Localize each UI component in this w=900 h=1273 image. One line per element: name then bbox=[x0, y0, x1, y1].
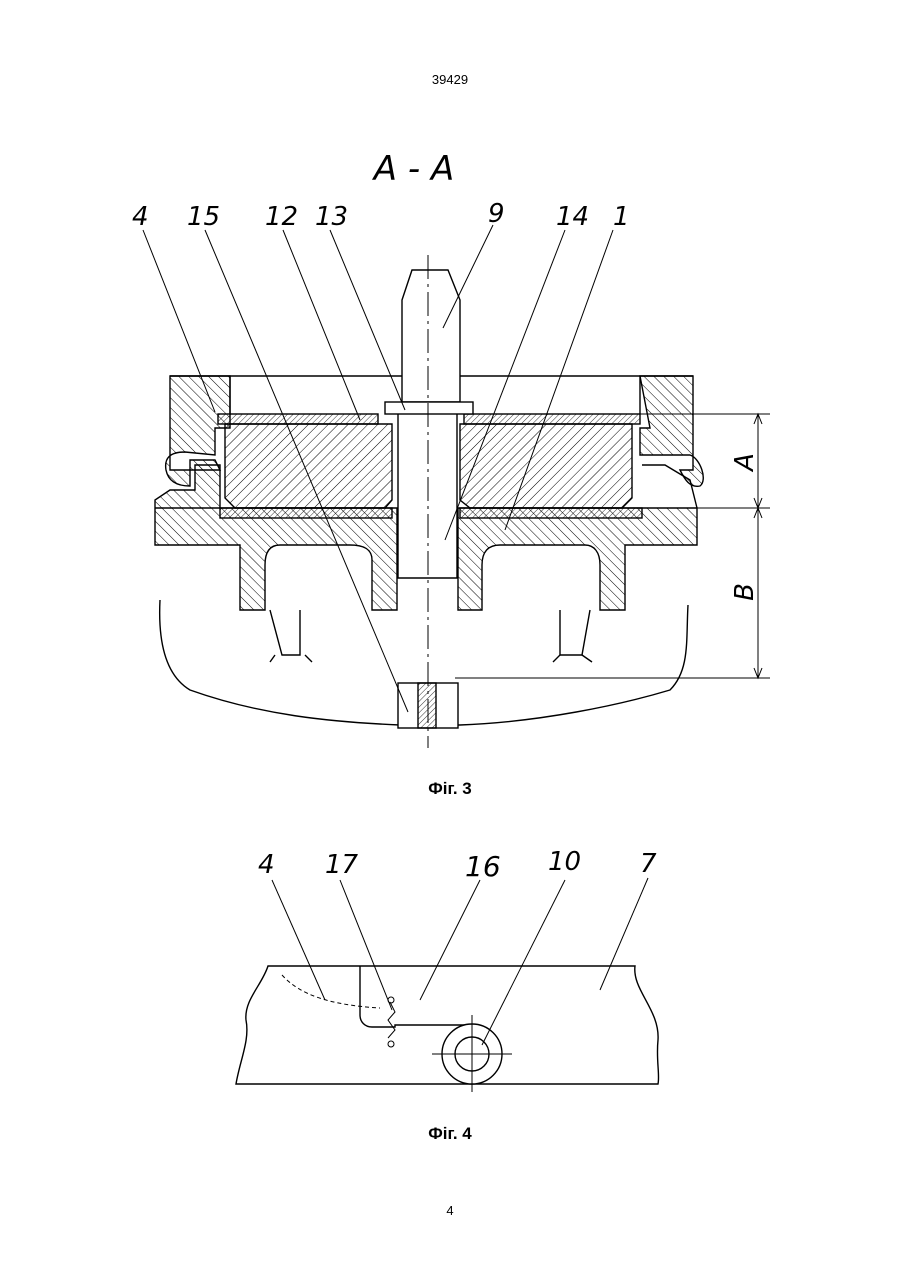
callout-fig4-4: 4 bbox=[258, 850, 275, 880]
callout-10: 10 bbox=[548, 847, 581, 877]
fig4-drawing bbox=[236, 878, 659, 1092]
fig3-caption: Фіг. 3 bbox=[0, 779, 900, 799]
callout-1: 1 bbox=[613, 202, 630, 232]
callout-4: 4 bbox=[132, 202, 149, 232]
section-label: A - A bbox=[372, 149, 454, 189]
cushion-right bbox=[460, 424, 632, 508]
collar bbox=[385, 402, 473, 414]
fig3-drawing: A - A bbox=[143, 149, 770, 748]
fig4-caption: Фіг. 4 bbox=[0, 1124, 900, 1144]
liner-left bbox=[218, 414, 378, 424]
fig3-callouts: 4 15 12 13 9 14 1 bbox=[132, 199, 630, 232]
dimension-b-label: B bbox=[730, 583, 760, 601]
callout-14: 14 bbox=[556, 202, 589, 232]
pin bbox=[402, 270, 460, 402]
callout-17: 17 bbox=[325, 850, 359, 880]
page-number: 4 bbox=[0, 1203, 900, 1218]
cushion-left bbox=[225, 424, 392, 508]
strut-left bbox=[270, 610, 300, 655]
callout-7: 7 bbox=[640, 849, 657, 879]
callout-12: 12 bbox=[265, 202, 298, 232]
spring-17 bbox=[388, 1002, 395, 1038]
base-right bbox=[458, 508, 697, 610]
strut-right bbox=[560, 610, 590, 655]
dimension-a-label: A bbox=[730, 453, 760, 473]
fig4-callouts: 4 17 16 10 7 bbox=[258, 847, 657, 883]
callout-9: 9 bbox=[488, 199, 505, 229]
callout-16: 16 bbox=[465, 850, 501, 883]
callout-15: 15 bbox=[187, 202, 220, 232]
callout-13: 13 bbox=[315, 202, 348, 232]
